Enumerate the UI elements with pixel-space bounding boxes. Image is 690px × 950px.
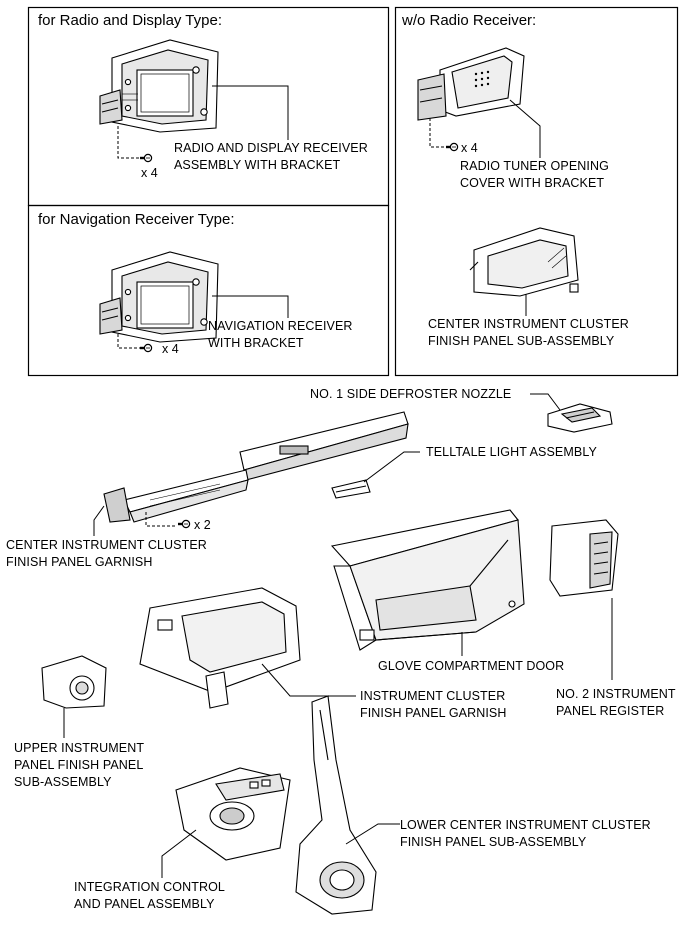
no2-register-drawing: [549, 519, 619, 597]
box-title-navigation: for Navigation Receiver Type:: [38, 211, 235, 228]
quantity-radio-display-screws: x 4: [141, 166, 158, 180]
label-center-cluster-finish-panel: CENTER INSTRUMENT CLUSTER FINISH PANEL S…: [428, 317, 629, 348]
label-side-defroster: NO. 1 SIDE DEFROSTER NOZZLE: [310, 387, 512, 401]
box-navigation: [27, 204, 390, 377]
leader-telltale: [363, 451, 420, 483]
label-navigation-receiver: NAVIGATION RECEIVER WITH BRACKET: [208, 319, 353, 350]
label-lower-center-cluster: LOWER CENTER INSTRUMENT CLUSTER FINISH P…: [400, 818, 651, 849]
leader-center-garnish: [93, 505, 105, 536]
side-defroster-nozzle-drawing: [547, 403, 613, 433]
quantity-garnish-screws: x 2: [194, 518, 211, 532]
radio-display-receiver-drawing: [99, 39, 219, 133]
screw-lead-radio-display: [117, 126, 140, 159]
box-frames: [27, 6, 679, 377]
center-cluster-garnish-drawing: [103, 411, 409, 523]
screw-icon: [138, 153, 153, 163]
label-glove-door: GLOVE COMPARTMENT DOOR: [378, 659, 565, 673]
glove-compartment-door-drawing: [330, 509, 525, 651]
instrument-cluster-garnish-drawing: [139, 587, 301, 709]
leader-integration-control: [161, 829, 197, 878]
integration-control-drawing: [175, 767, 291, 861]
navigation-receiver-drawing: [99, 251, 219, 343]
label-integration-control: INTEGRATION CONTROL AND PANEL ASSEMBLY: [74, 880, 225, 911]
leader-instrument-garnish: [261, 663, 356, 697]
screw-icon: [176, 519, 191, 529]
leader-radio-tuner: [509, 99, 541, 158]
telltale-light-drawing: [331, 479, 371, 499]
radio-tuner-cover-drawing: [417, 47, 525, 121]
label-center-cluster-garnish: CENTER INSTRUMENT CLUSTER FINISH PANEL G…: [6, 538, 207, 569]
label-no2-register: NO. 2 INSTRUMENT PANEL REGISTER: [556, 687, 676, 718]
box-title-no-radio: w/o Radio Receiver:: [402, 12, 537, 29]
label-telltale: TELLTALE LIGHT ASSEMBLY: [426, 445, 597, 459]
screw-icon: [444, 142, 459, 152]
label-instrument-cluster-garnish: INSTRUMENT CLUSTER FINISH PANEL GARNISH: [360, 689, 507, 720]
quantity-navigation-screws: x 4: [162, 342, 179, 356]
lower-center-cluster-drawing: [295, 695, 377, 915]
box-title-radio-display: for Radio and Display Type:: [38, 12, 222, 29]
label-radio-tuner-cover: RADIO TUNER OPENING COVER WITH BRACKET: [460, 159, 609, 190]
label-upper-finish-panel: UPPER INSTRUMENT PANEL FINISH PANEL SUB-…: [14, 741, 145, 789]
box-no-radio: [394, 6, 679, 377]
label-radio-display-receiver: RADIO AND DISPLAY RECEIVER ASSEMBLY WITH…: [174, 141, 368, 172]
leader-side-defroster: [530, 393, 561, 411]
leader-lower-center: [345, 823, 400, 845]
upper-finish-panel-drawing: [41, 655, 107, 709]
screw-icon: [138, 343, 153, 353]
screw-lead-no-radio: [429, 118, 448, 148]
leader-radio-display: [212, 85, 289, 140]
leader-navigation: [212, 295, 289, 318]
quantity-no-radio-screws: x 4: [461, 141, 478, 155]
center-cluster-finish-panel-drawing: [469, 227, 579, 297]
